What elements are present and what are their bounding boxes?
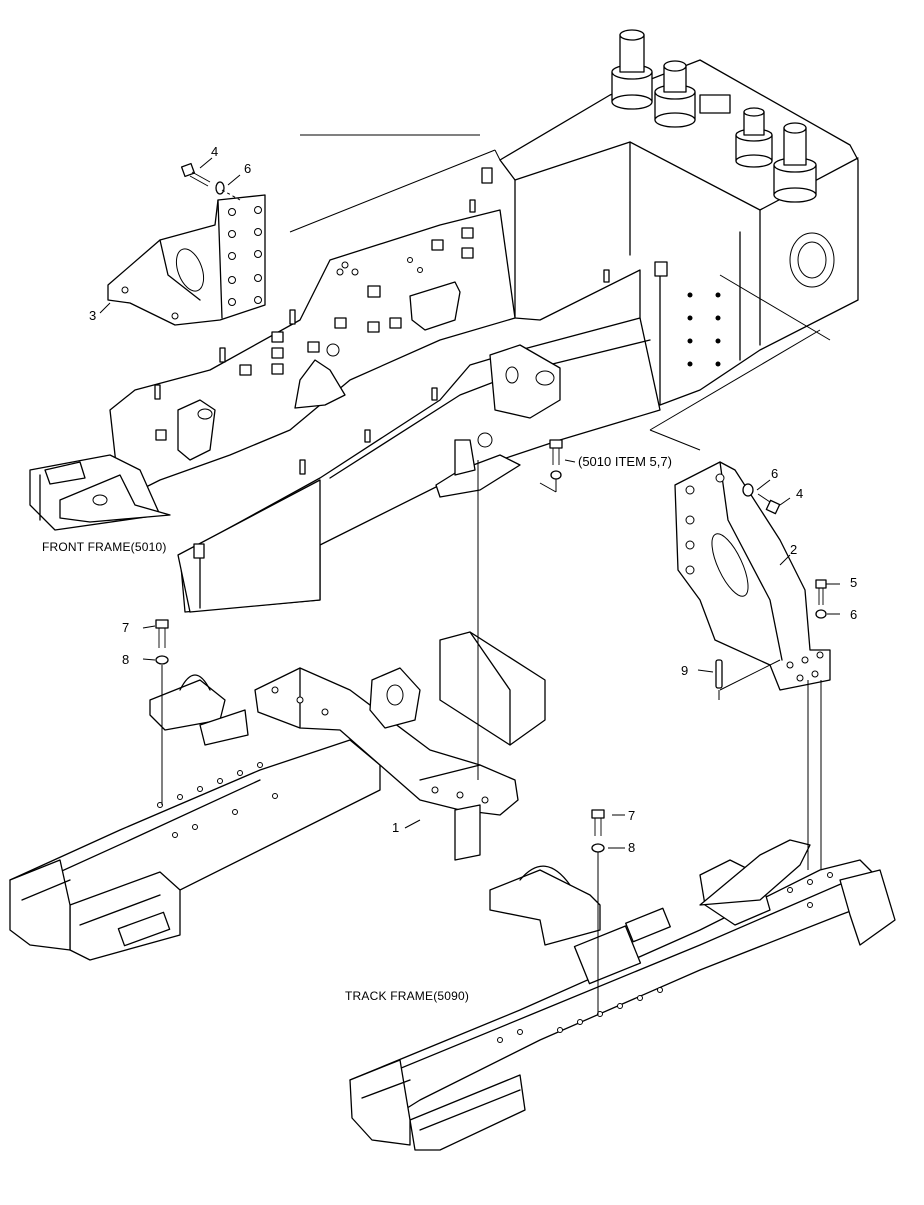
bolt-washer-right xyxy=(742,483,781,515)
bolt-washer-mid xyxy=(591,809,605,853)
leader-lines xyxy=(99,134,840,1015)
track-frame-label: TRACK FRAME(5090) xyxy=(345,989,470,1003)
bolt-5010-center xyxy=(549,439,563,480)
callout-1: 1 xyxy=(392,820,400,835)
callout-6-right: 6 xyxy=(771,466,779,481)
callout-8-left: 8 xyxy=(122,652,130,667)
front-frame-label: FRONT FRAME(5010) xyxy=(42,540,167,554)
callout-7-mid: 7 xyxy=(628,808,636,823)
callout-6-lower: 6 xyxy=(850,607,858,622)
bracket-3-drawing xyxy=(107,194,266,326)
bolt-5-washer xyxy=(815,579,827,619)
bolt-washer-top xyxy=(180,162,241,201)
front-frame-drawing xyxy=(29,29,859,613)
callout-9: 9 xyxy=(681,663,689,678)
callout-4-right: 4 xyxy=(796,486,804,501)
callout-reference-5010: (5010 ITEM 5,7) xyxy=(578,454,672,469)
callout-2: 2 xyxy=(790,542,798,557)
callout-6-top: 6 xyxy=(244,161,252,176)
callout-8-mid: 8 xyxy=(628,840,636,855)
pin-9 xyxy=(715,659,723,689)
bolt-washer-left xyxy=(155,619,169,665)
callout-4-top: 4 xyxy=(211,144,219,159)
track-frame-left xyxy=(9,631,601,961)
bracket-2-drawing xyxy=(674,461,831,691)
callout-7-left: 7 xyxy=(122,620,130,635)
callout-3: 3 xyxy=(89,308,97,323)
track-frame-right xyxy=(349,839,896,1151)
hydraulic-valve-group xyxy=(611,29,817,203)
callout-5: 5 xyxy=(850,575,858,590)
